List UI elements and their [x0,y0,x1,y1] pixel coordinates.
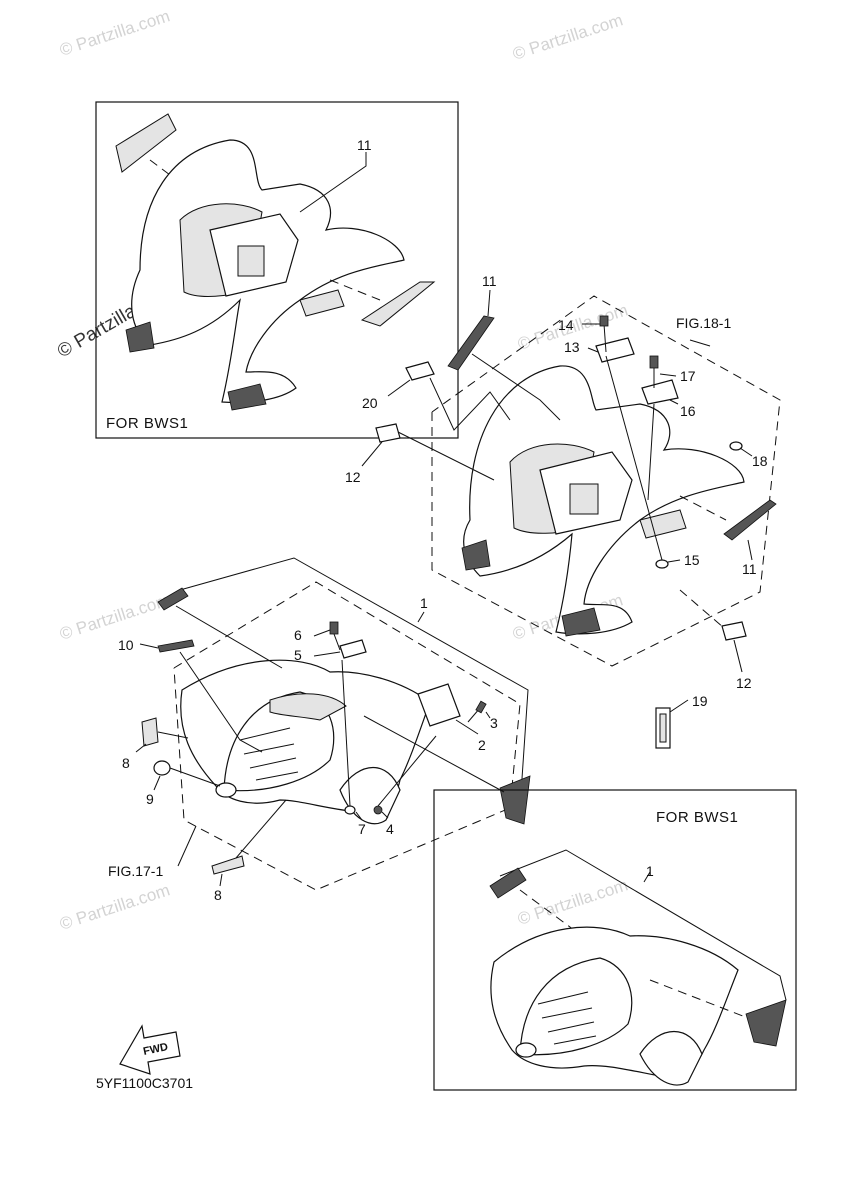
part-10-emblem [157,639,195,653]
callout-14: 14 [558,317,574,333]
part-11-sticker-right [723,499,777,541]
part-6-clip [329,621,341,651]
inset-front-sticker-top [489,867,527,899]
inset-front-title: FOR BWS1 [656,809,738,826]
watermark-7: © Partzilla.com [515,875,630,928]
callout-17: 17 [680,368,696,384]
fwd-arrow: FWD [119,1024,181,1075]
callout-8-bottom: 8 [214,887,222,903]
fig-ref-front: FIG.17-1 [108,863,163,879]
part-7-grommet [344,805,356,815]
inset-rear-bws1: 11 FOR BWS1 [95,101,459,439]
watermark-4: © Partzilla.com [57,590,172,643]
inset-front-sticker-right [745,999,787,1047]
part-11-sticker-upper [447,315,495,371]
inset-front-frame [433,789,797,1091]
part-12-pad-left [375,423,401,443]
callout-11-inset: 11 [357,137,372,153]
rear-dashed-outline [431,295,781,667]
part-12-pad-right [721,621,747,641]
fwd-label: FWD [142,1041,169,1058]
callout-16: 16 [680,403,696,419]
callout-4: 4 [386,821,394,837]
front-dashed-outline [173,581,521,891]
part-17-clip [649,355,659,388]
part-3-clip [467,700,487,723]
rear-fender-assembly: 11 11 20 12 12 13 14 [345,273,781,691]
rear-inset-sticker-left [115,113,177,173]
part-13-pad [595,337,635,363]
part-16-pad [641,379,679,405]
front-fender-assembly: 1 10 8 9 8 FIG.17-1 6 [108,557,531,903]
callout-18: 18 [752,453,768,469]
rear-inset-sticker-right [360,281,436,327]
callout-1-inset: 1 [646,863,654,879]
callout-2: 2 [478,737,486,753]
diagram-code: 5YF1100C3701 [96,1075,193,1091]
part-5-pad [339,639,367,659]
watermark-2: © Partzilla.com [510,10,625,63]
callout-19: 19 [692,693,708,709]
part-8-emblem-bottom [211,855,245,875]
callout-10: 10 [118,637,134,653]
watermark-6: © Partzilla.com [57,880,172,933]
callout-6: 6 [294,627,302,643]
callout-1: 1 [420,595,428,611]
part-4-nut [373,805,383,815]
part-9-reflector [153,760,171,776]
part-20-pad [405,361,435,381]
part-18-grommet [729,441,743,451]
callout-5: 5 [294,647,302,663]
part-2-plate [417,683,461,727]
inset-front-bws1: FOR BWS1 1 [433,789,797,1091]
part-15-grommet [655,559,669,569]
callout-11-right: 11 [742,561,757,577]
front-sticker-right [499,775,531,825]
inset-rear-title: FOR BWS1 [106,415,188,432]
front-sticker-top [157,587,189,611]
callout-3: 3 [490,715,498,731]
watermark-1: © Partzilla.com [57,6,172,59]
part-14-clip [599,315,609,353]
part-8-emblem-left [141,717,159,747]
fwd-arrow-icon [119,1024,181,1075]
callout-7: 7 [358,821,366,837]
part-19-label: 19 [655,693,708,749]
callout-12-right: 12 [736,675,752,691]
callout-20: 20 [362,395,378,411]
callout-9: 9 [146,791,154,807]
callout-15: 15 [684,552,700,568]
fig-ref-rear: FIG.18-1 [676,315,731,331]
callout-11-upper: 11 [482,273,497,289]
callout-8-left: 8 [122,755,130,771]
callout-12-left: 12 [345,469,361,485]
inset-rear-frame [95,101,459,439]
callout-13: 13 [564,339,580,355]
